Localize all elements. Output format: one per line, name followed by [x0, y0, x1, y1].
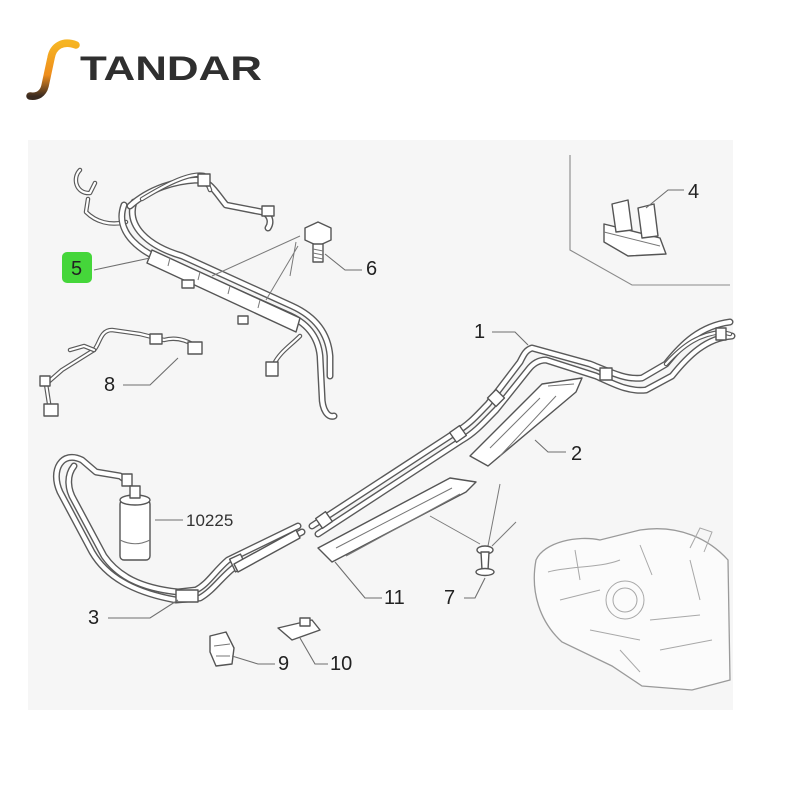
callout-leader-lines: [93, 189, 684, 665]
part-5-clip: [197, 173, 211, 187]
part-5-rail-ribs: [167, 257, 261, 309]
leader-3: [108, 599, 179, 619]
part-10-illustration: [277, 617, 321, 641]
part-11-illustration: [317, 477, 477, 563]
leader-11: [334, 561, 382, 599]
leader-2: [534, 439, 566, 453]
fuel-tank-filler-neck: [689, 527, 713, 553]
callout-4[interactable]: 4: [688, 181, 699, 203]
part-5-illustration: [76, 170, 334, 416]
part-1-clamp-d: [314, 510, 334, 530]
part-9-illustration: [209, 631, 235, 667]
leader-7: [464, 577, 486, 599]
callout-5-highlight: [62, 252, 92, 283]
fuel-tank-pump-opening-inner: [612, 587, 638, 613]
part-4-illustration: [603, 199, 667, 257]
leader-1: [492, 331, 529, 346]
part-4-bracket-edge: [603, 231, 661, 247]
part-1-illustration: [312, 322, 732, 534]
callout-3[interactable]: 3: [88, 607, 99, 629]
part-10-clip-tab: [299, 617, 311, 627]
part-8-connector-bottom: [43, 403, 59, 417]
callout-10[interactable]: 10: [330, 653, 352, 675]
part-3-sleeve: [233, 529, 301, 573]
leader-5: [93, 257, 151, 271]
brand-logo-mark: [26, 39, 80, 100]
leader-4: [645, 189, 684, 209]
part-8-connector-right: [187, 341, 203, 355]
part-11-bracket: [317, 477, 477, 563]
part-6-bolt-head: [304, 221, 332, 247]
part-6-pointer-lines: [211, 235, 301, 301]
part-8-illustration: [39, 330, 203, 417]
part-5-top-fitting: [261, 205, 275, 217]
leader-8: [123, 357, 179, 386]
part-1-clamp-b: [486, 388, 506, 408]
part-3-clamp-a: [175, 589, 199, 603]
callout-7[interactable]: 7: [444, 587, 455, 609]
callout-labels: 1 2 3 4 5 6 7 8 9 10 10225 11: [71, 181, 699, 675]
part-3-end-fitting: [121, 473, 133, 487]
part-1-end-fitting: [715, 327, 727, 341]
part-2-bracket-ribs: [489, 383, 575, 457]
callout-8[interactable]: 8: [104, 374, 115, 396]
part-2-illustration: [469, 377, 583, 467]
callout-5[interactable]: 5: [71, 258, 82, 280]
part-3-illustration: [56, 457, 302, 602]
part-5-connector-left: [181, 279, 195, 289]
part-5-end-fitting: [265, 361, 279, 377]
part-6-bolt-thread: [312, 248, 324, 260]
part-7-screw-washer: [475, 567, 495, 577]
part-8-connector-left: [39, 375, 51, 387]
leader-10: [299, 637, 328, 665]
brand-logo: TANDAR: [26, 39, 262, 100]
part-9-connector-body: [209, 631, 235, 667]
part-11-bracket-ribs: [335, 487, 461, 557]
part-7-screw-shank: [480, 551, 490, 571]
part-7-illustration: [429, 483, 517, 577]
leader-6: [324, 253, 362, 271]
part-8-clip: [149, 333, 163, 345]
part-4-bracket-tab-left: [611, 199, 633, 233]
part-7-pointer-lines: [429, 483, 517, 547]
brand-logo-text: TANDAR: [80, 50, 262, 88]
callout-2[interactable]: 2: [571, 443, 582, 465]
part-9-connector-detail: [213, 643, 231, 657]
part-5-connector-mid: [237, 315, 249, 325]
part-6-illustration: [211, 221, 332, 301]
fuel-tank-illustration: [533, 527, 731, 691]
part-10225-illustration: [119, 485, 151, 561]
leader-9: [231, 655, 275, 665]
part-10225-filter-band: [119, 539, 151, 545]
callout-11[interactable]: 11: [384, 587, 405, 609]
part-2-bracket: [469, 377, 583, 467]
part-4-bracket-tab-right: [637, 203, 659, 239]
callout-1[interactable]: 1: [474, 321, 485, 343]
part-4-inset-frame: [569, 155, 730, 286]
part-10225-filter-body: [119, 499, 151, 561]
fuel-tank-pump-opening-outer: [605, 580, 645, 620]
part-1-clamp-c: [599, 367, 613, 381]
fuel-tank-ribs: [547, 544, 713, 673]
callout-9[interactable]: 9: [278, 653, 289, 675]
part-1-clamp-a: [448, 424, 468, 444]
part-10225-filter-nozzle: [129, 485, 141, 499]
callout-6[interactable]: 6: [366, 258, 377, 280]
callout-10225[interactable]: 10225: [186, 511, 233, 530]
